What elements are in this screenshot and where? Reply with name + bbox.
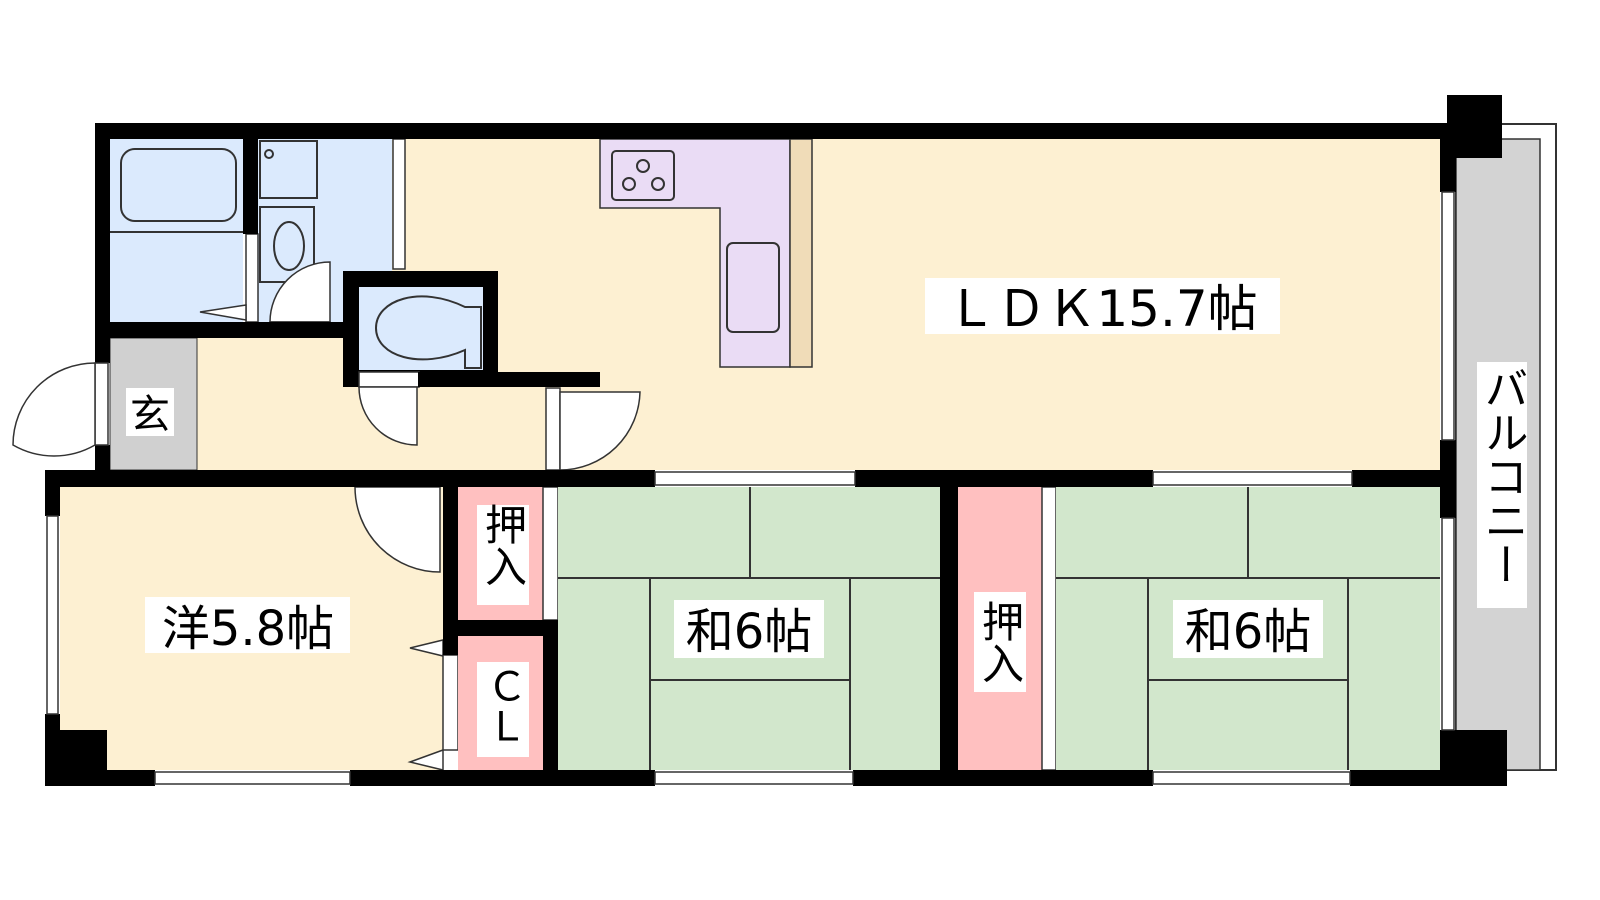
closet-door[interactable]: [442, 654, 459, 751]
closet-2-label: 押入: [976, 600, 1025, 684]
western-room-door[interactable]: [354, 486, 441, 573]
label-bg: [974, 592, 1026, 692]
bathroom: [110, 139, 243, 322]
stove-icon: [611, 150, 675, 201]
label-bg: [1173, 600, 1323, 658]
front-door[interactable]: [12, 362, 96, 457]
toilet-room: [359, 287, 483, 370]
toilet-door-frame: [358, 371, 420, 388]
ldk-label: ＬＤＫ15.7帖: [946, 280, 1257, 338]
japanese-room-1-label: 和6帖: [686, 604, 813, 660]
walls: [45, 95, 1507, 786]
label-bg: [925, 278, 1280, 334]
label-bg: [477, 505, 529, 605]
label-bg: [1477, 362, 1527, 608]
entrance-label: 玄: [130, 392, 170, 438]
windows: [46, 191, 1455, 785]
door-frame: [545, 387, 561, 471]
closet-sliding-door[interactable]: [542, 486, 559, 621]
drain-icon: [264, 149, 274, 159]
toilet-icon: [374, 295, 482, 369]
label-bg: [126, 388, 174, 436]
bathtub: [120, 148, 237, 222]
washroom-door[interactable]: [269, 261, 331, 323]
sink-icon: [273, 221, 305, 271]
burner-icon: [651, 177, 665, 191]
kitchen-wall-panel: [789, 138, 813, 368]
cl-label: ＣＬ: [480, 666, 526, 746]
label-bg: [477, 662, 529, 757]
burner-icon: [636, 159, 650, 173]
door-swing: [407, 748, 444, 771]
wall: [418, 372, 600, 387]
burner-icon: [622, 177, 636, 191]
closet-sliding-door[interactable]: [1041, 486, 1057, 771]
kitchen-sink-icon: [726, 242, 780, 333]
toilet-door[interactable]: [358, 386, 418, 446]
japanese-room-2-label: 和6帖: [1185, 604, 1312, 660]
balcony-label: バルコニー: [1477, 366, 1528, 586]
bath-door[interactable]: [245, 233, 259, 323]
washing-machine: [259, 140, 318, 199]
label-bg: [145, 597, 350, 653]
sliding-door[interactable]: [392, 138, 406, 270]
closet-1-label: 押入: [479, 503, 528, 587]
western-room-label: 洋5.8帖: [162, 601, 334, 657]
door-swing: [199, 304, 247, 321]
ldk-door[interactable]: [559, 391, 641, 471]
label-bg: [674, 600, 824, 658]
